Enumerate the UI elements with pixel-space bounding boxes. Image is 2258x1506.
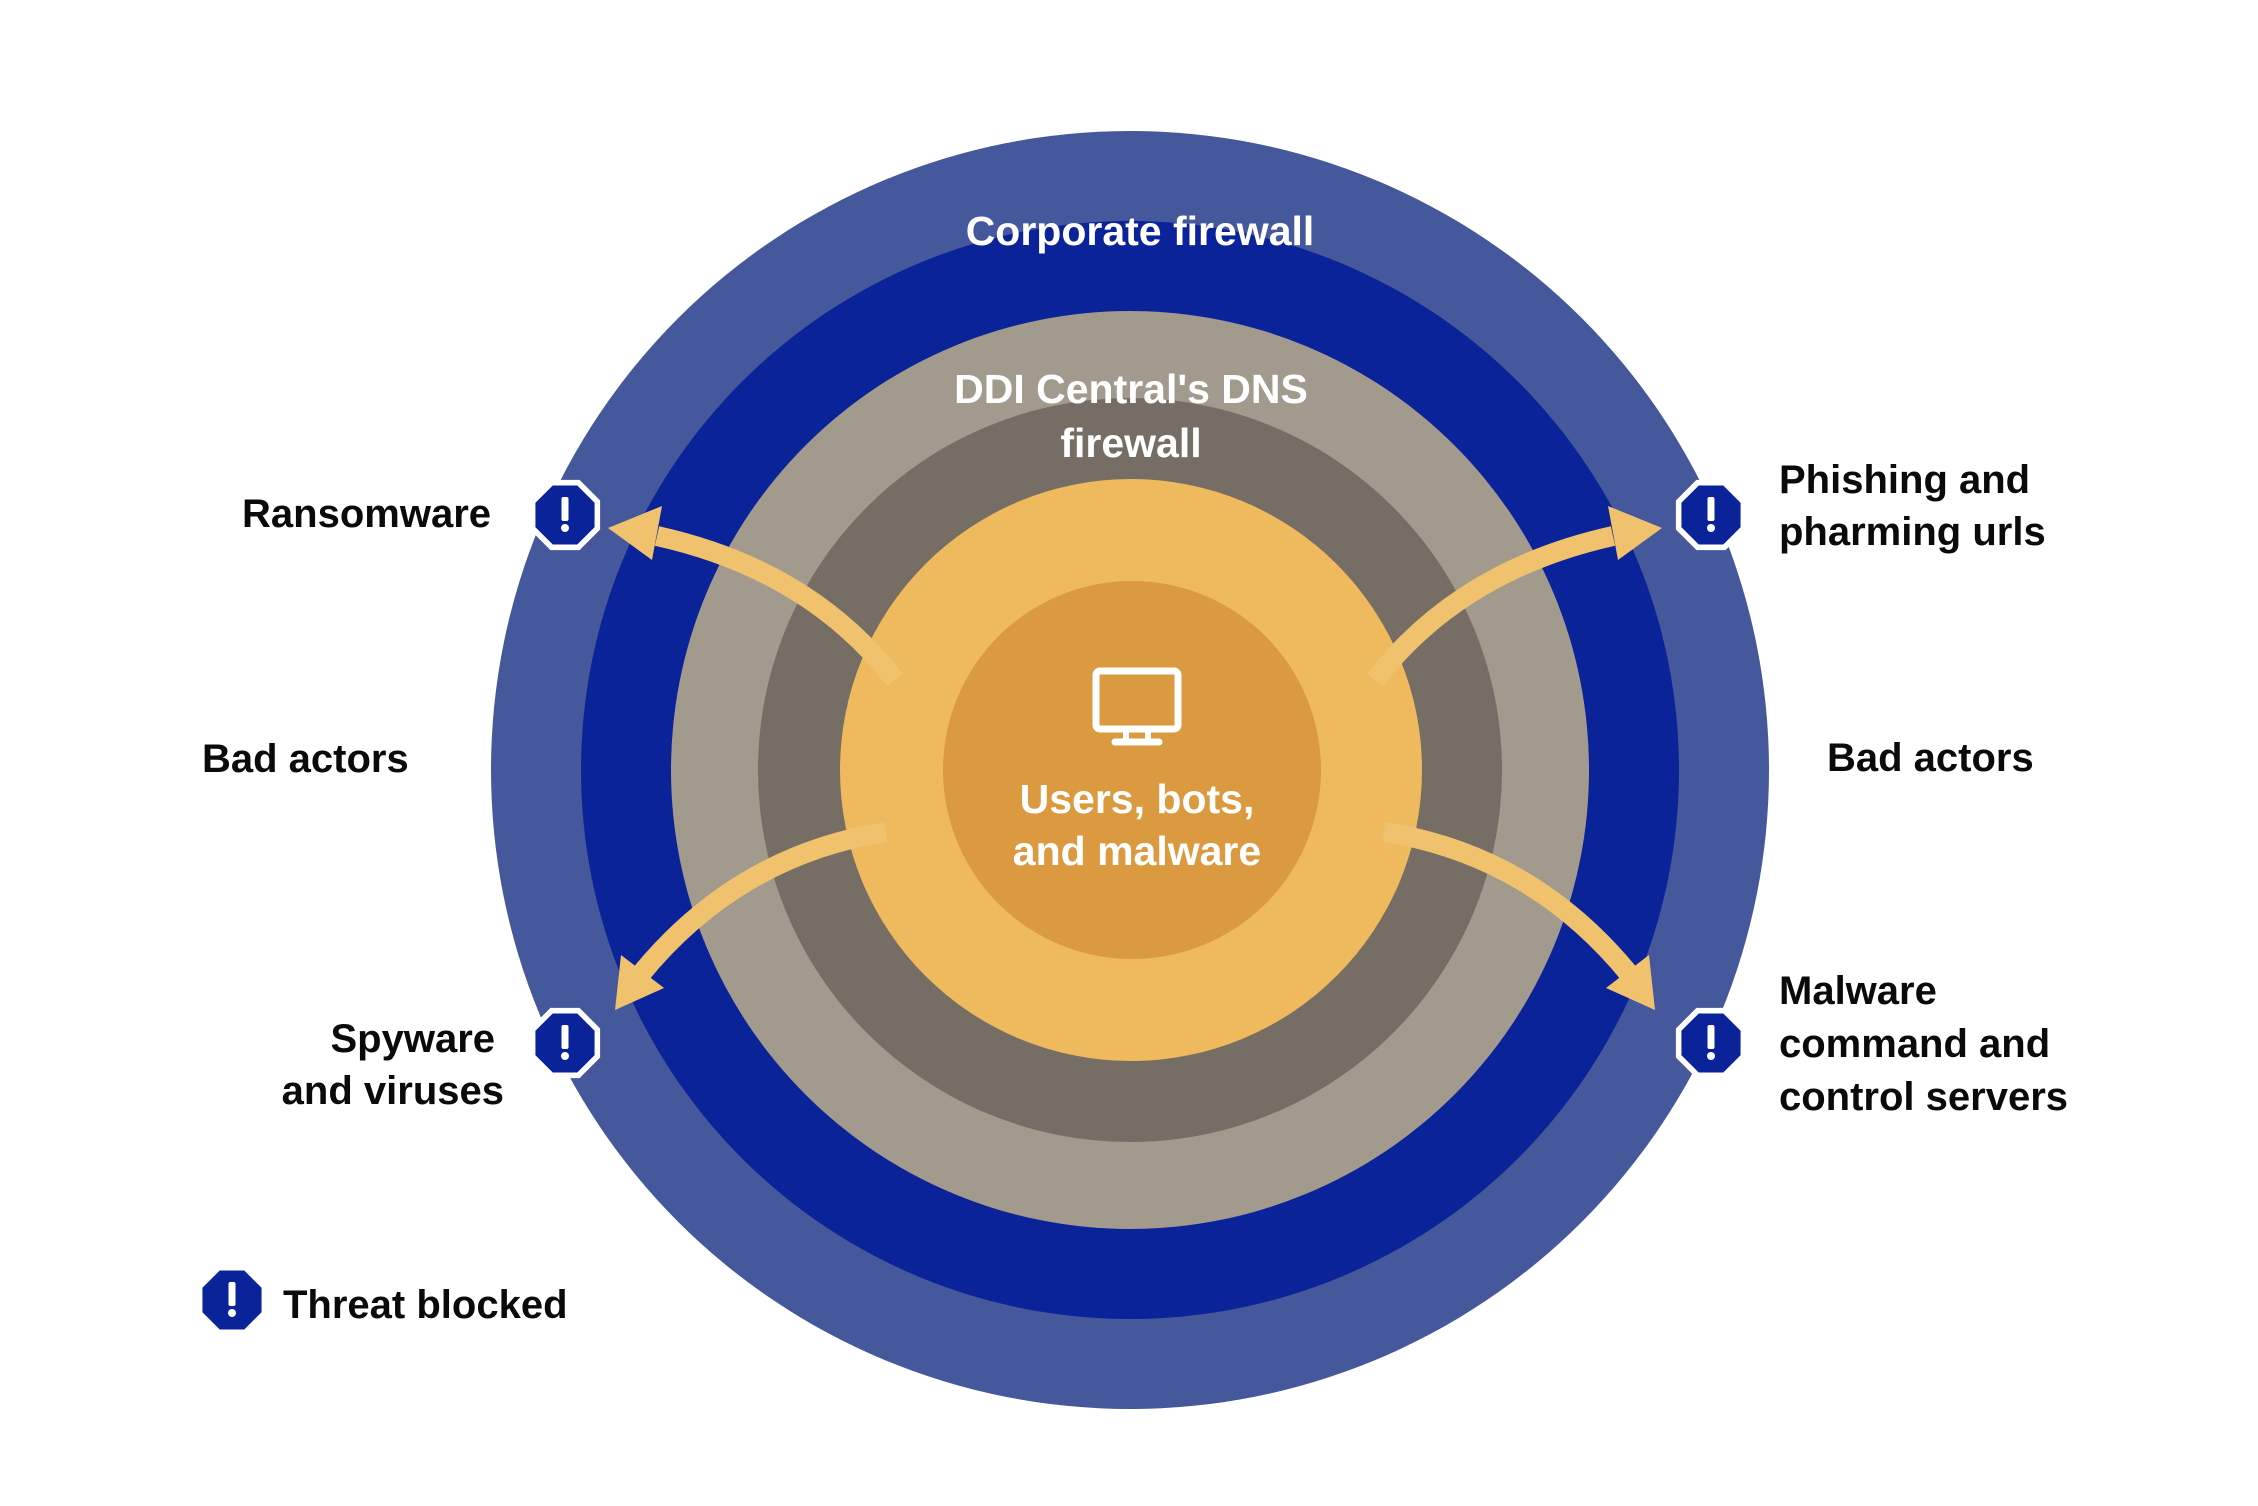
threat-blocked-icon	[1675, 1007, 1747, 1079]
threat-label-line: Phishing and	[1779, 458, 2030, 502]
center-label-line1: Users, bots,	[1020, 776, 1255, 822]
rings	[491, 131, 1769, 1409]
exclamation-bar	[561, 497, 569, 521]
threat-label-line: Ransomware	[242, 492, 491, 536]
threat-label-phishing: Phishing and pharming urls	[1779, 458, 2046, 554]
threat-label-malware-c2: Malware command and control servers	[1779, 969, 2068, 1119]
arrow-upper-right-head	[1608, 506, 1662, 560]
exclamation-bar	[1707, 497, 1715, 521]
threat-label-spyware: Spyware and viruses	[282, 1017, 504, 1113]
exclamation-bar	[561, 1025, 569, 1049]
exclamation-bar	[1707, 1025, 1715, 1049]
corporate-firewall-label: Corporate firewall	[966, 208, 1315, 254]
dns-firewall-label-line2: firewall	[1060, 420, 1201, 466]
legend: Threat blocked	[202, 1270, 568, 1330]
threat-blocked-icon	[1675, 479, 1747, 551]
users-core	[943, 581, 1321, 959]
threat-blocked-icon	[529, 479, 601, 551]
bad-actors-right-label: Bad actors	[1827, 736, 2034, 780]
monitor-icon	[1092, 667, 1182, 746]
arrow-upper-right-shaft	[1367, 526, 1616, 687]
threat-blocked-icon	[529, 1007, 601, 1079]
arrow-upper-left-shaft	[654, 526, 903, 687]
threat-label-line: control servers	[1779, 1075, 2068, 1119]
threat-label-ransomware: Ransomware	[242, 492, 491, 536]
exclamation-dot	[1707, 1052, 1715, 1060]
threat-label-line: and viruses	[282, 1069, 504, 1113]
legend-threat-blocked-icon	[202, 1270, 262, 1330]
arrow-lower-right-shaft	[1382, 822, 1638, 982]
arrow-lower-right-head	[1606, 955, 1655, 1010]
threat-label-line: Spyware	[330, 1017, 495, 1061]
exclamation-dot	[228, 1309, 236, 1317]
arrows	[608, 506, 1662, 1010]
legend-label: Threat blocked	[283, 1283, 568, 1327]
arrow-lower-left-head	[615, 955, 664, 1010]
exclamation-bar	[228, 1282, 236, 1306]
center-label-line2: and malware	[1013, 828, 1261, 874]
arrow-lower-left-shaft	[632, 822, 888, 982]
dns-firewall-label-line1: DDI Central's DNS	[954, 366, 1308, 412]
threat-label-line: Malware	[1779, 969, 1937, 1013]
bad-actors-left-label: Bad actors	[202, 737, 409, 781]
exclamation-dot	[561, 1052, 569, 1060]
threat-label-line: command and	[1779, 1022, 2050, 1066]
arrow-upper-left-head	[608, 506, 662, 560]
threat-label-line: pharming urls	[1779, 510, 2046, 554]
exclamation-dot	[561, 524, 569, 532]
exclamation-dot	[1707, 524, 1715, 532]
